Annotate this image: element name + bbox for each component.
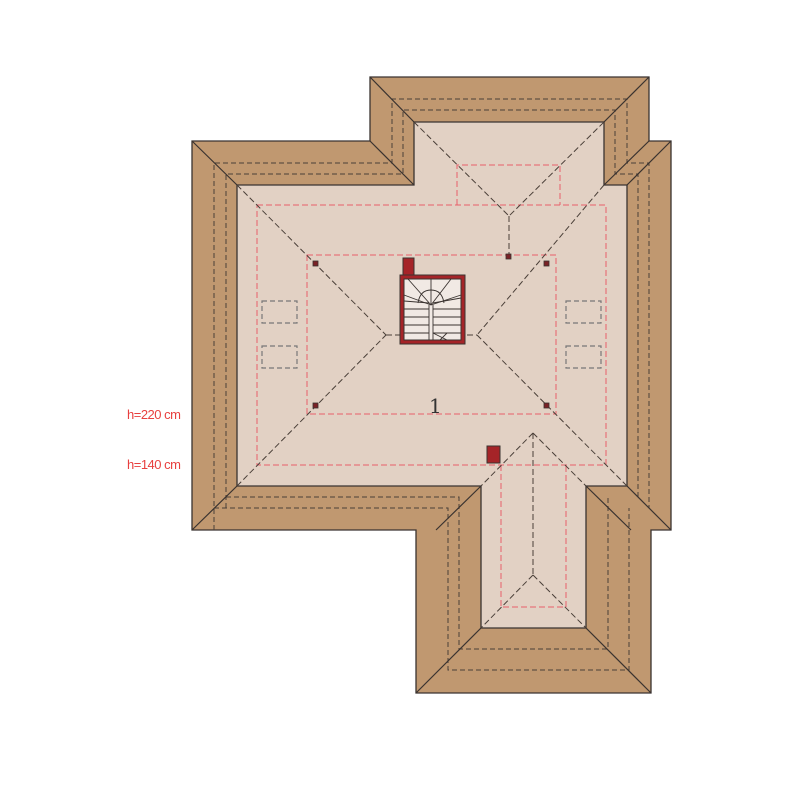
eave-corner-lines (191, 76, 672, 694)
roof-windows (261, 300, 602, 369)
roof-window (565, 345, 602, 369)
chimney (402, 257, 415, 277)
eave-dashed-lines (213, 98, 650, 671)
roof-window (261, 300, 298, 324)
room-number: 1 (429, 394, 442, 418)
height-label-220: h=220 cm (127, 407, 181, 422)
red-height-lines (256, 164, 607, 608)
posts (312, 253, 550, 409)
roof-window (565, 300, 602, 324)
chimney (486, 445, 501, 464)
staircase (399, 274, 466, 345)
height-label-140: h=140 cm (127, 457, 181, 472)
roof-window (261, 345, 298, 369)
